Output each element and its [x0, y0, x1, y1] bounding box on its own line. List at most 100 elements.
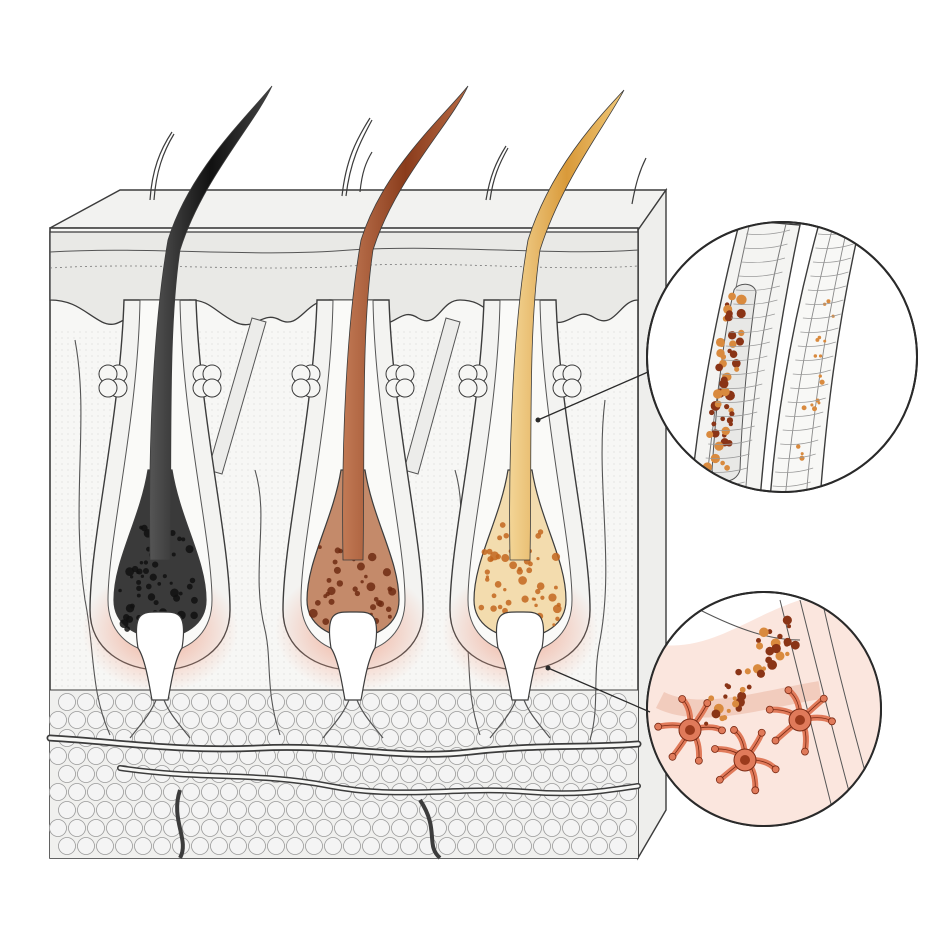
fat-cell [77, 693, 95, 711]
melanin-granule [720, 376, 728, 384]
melanin-granule [732, 696, 737, 701]
melanin-granule [178, 591, 183, 596]
fat-cell [343, 765, 361, 783]
fat-cell [495, 765, 513, 783]
melanin-granule [796, 444, 801, 449]
fat-cell [296, 819, 314, 837]
fat-cell [571, 765, 589, 783]
melanin-granule [169, 581, 173, 585]
fat-cell [457, 765, 475, 783]
fat-cell [106, 783, 124, 801]
melanin-granule [728, 292, 736, 301]
melanin-granule [761, 666, 767, 671]
melanin-granule [719, 715, 726, 722]
melanocyte [711, 726, 780, 795]
fat-cell [58, 801, 76, 819]
fat-cell [581, 747, 599, 765]
fat-cell [324, 837, 342, 855]
melanin-granules [702, 292, 747, 472]
fat-cell [49, 819, 67, 837]
melanin-granule [799, 455, 805, 461]
fat-cell [296, 783, 314, 801]
fat-cell [239, 711, 257, 729]
fat-cell [191, 693, 209, 711]
fat-cell [267, 693, 285, 711]
fat-cell [144, 783, 162, 801]
melanin-granule [801, 405, 807, 411]
fat-cell [125, 711, 143, 729]
hair-shaft [509, 89, 625, 561]
fat-cell [305, 729, 323, 747]
melanin-granules-transfer [704, 615, 800, 726]
melanin-granule [540, 595, 545, 600]
fat-cell [220, 819, 238, 837]
melanin-granule [177, 536, 182, 542]
melanin-granule [328, 598, 335, 605]
sebaceous-gland [291, 364, 321, 398]
fat-cell [457, 693, 475, 711]
melanin-granule [327, 586, 336, 596]
melanin-granule [153, 600, 159, 606]
melanin-granule [185, 545, 194, 554]
fat-cell [305, 801, 323, 819]
melanin-granule [724, 404, 730, 410]
inset-leader-line-top [537, 371, 649, 421]
melanin-granule [314, 599, 321, 606]
melanin-granule [136, 579, 142, 585]
fat-cell [58, 765, 76, 783]
fat-cell [49, 711, 67, 729]
fat-cell [248, 693, 266, 711]
melanin-granule [555, 616, 560, 621]
fat-cell [571, 837, 589, 855]
melanin-granule [186, 583, 193, 590]
fat-cell [96, 801, 114, 819]
melanin-granule [785, 651, 790, 657]
fat-cell [400, 729, 418, 747]
fat-cell [77, 801, 95, 819]
fat-cell [372, 819, 390, 837]
fat-cell [400, 837, 418, 855]
melanin-granule [782, 615, 792, 625]
melanin-granule [139, 561, 144, 565]
melanin-granule [723, 694, 728, 699]
melanin-granule [711, 421, 717, 427]
melanin-granule [707, 465, 712, 470]
fat-cell [514, 765, 532, 783]
fat-cell [552, 837, 570, 855]
fat-cell [533, 765, 551, 783]
fat-cell [571, 801, 589, 819]
fat-cell [144, 819, 162, 837]
fat-cell [248, 729, 266, 747]
melanin-granule [503, 532, 509, 539]
melanin-granule [790, 640, 800, 650]
fat-cell [505, 711, 523, 729]
melanin-granule [497, 604, 503, 610]
fat-cell [125, 783, 143, 801]
fat-cell [457, 837, 475, 855]
fat-cell [191, 729, 209, 747]
fat-cell [277, 783, 295, 801]
melanin-granule [387, 614, 392, 619]
melanin-granule [499, 522, 506, 528]
fat-cell [58, 693, 76, 711]
melanin-granule [716, 348, 725, 358]
melanin-granule [136, 585, 142, 592]
melanin-granule [812, 406, 818, 412]
fat-cell [134, 801, 152, 819]
dermal-papilla [328, 611, 378, 701]
fat-cell [381, 837, 399, 855]
fat-cell [343, 801, 361, 819]
melanin-granule [819, 379, 825, 385]
dermal-papilla [495, 611, 545, 701]
melanin-granule [756, 642, 764, 650]
fat-cell [362, 729, 380, 747]
fat-cell [258, 711, 276, 729]
melanin-granule [356, 562, 365, 571]
melanocyte [654, 695, 726, 765]
melanin-granule [724, 313, 733, 322]
fat-cell [486, 711, 504, 729]
melanin-granule [516, 568, 523, 575]
melanin-granule [535, 588, 541, 595]
fat-cell [419, 765, 437, 783]
melanin-granule [721, 426, 730, 436]
